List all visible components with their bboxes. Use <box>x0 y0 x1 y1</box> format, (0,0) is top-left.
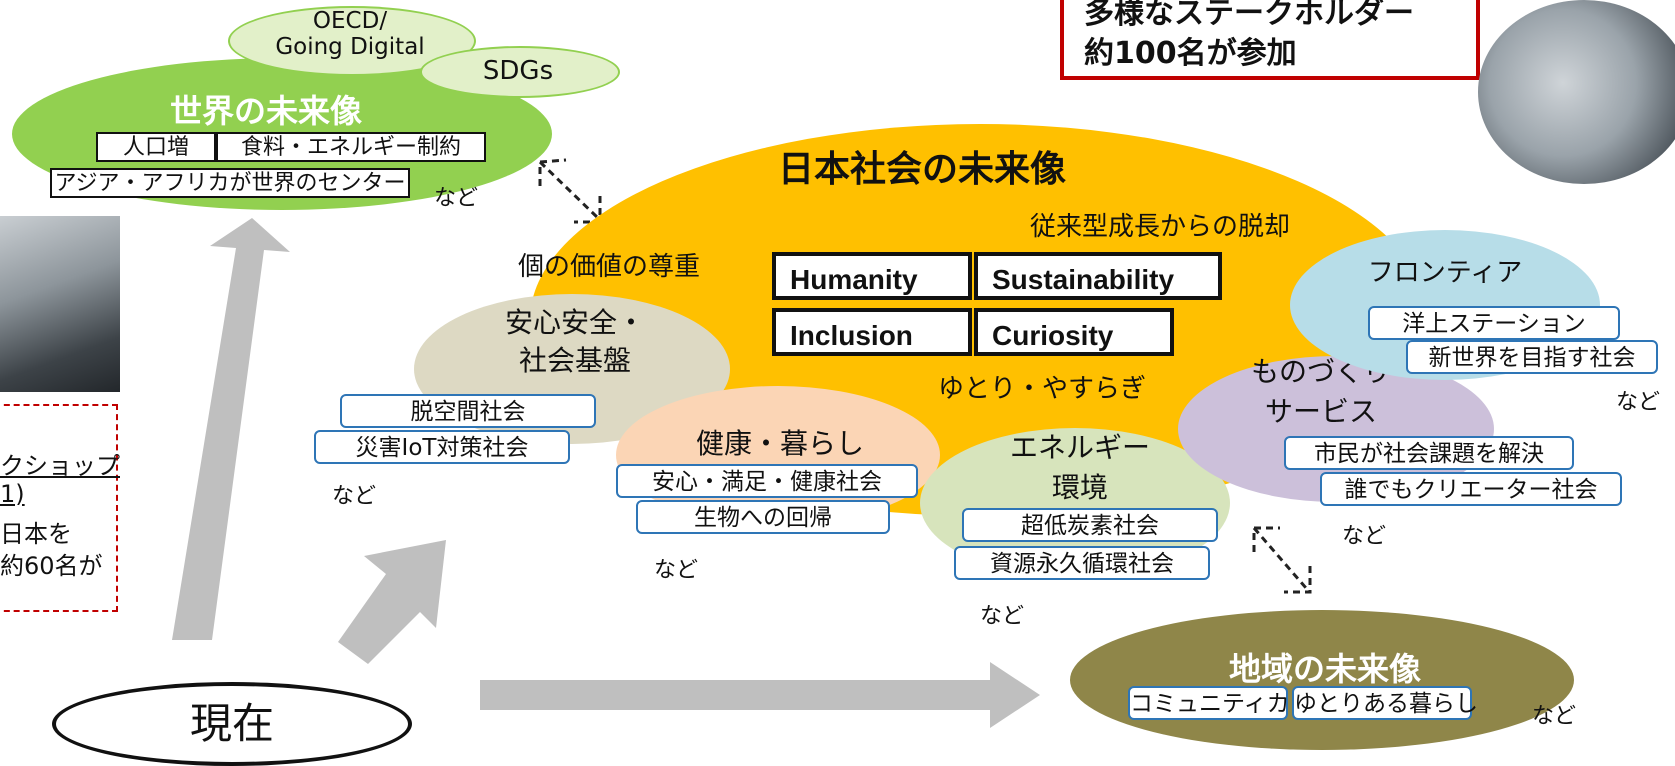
dashed-double-arrow-top <box>538 158 602 224</box>
health-item-peace-of-mind: 安心・満足・健康社会 <box>616 464 918 498</box>
japan-title: 日本社会の未来像 <box>778 149 1067 190</box>
manufacturing-item-creators: 誰でもクリエーター社会 <box>1320 472 1622 506</box>
present-label: 現在 <box>189 699 274 748</box>
arrows-layer <box>172 158 1312 728</box>
world-item-population: 人口増 <box>96 132 216 162</box>
dashed-double-arrow-bottom <box>1252 526 1312 594</box>
workshop-line1: クショップ <box>0 452 120 480</box>
arrow-to-world <box>172 218 290 640</box>
safety-item-despatial: 脱空間社会 <box>340 394 596 428</box>
frontier-title: フロンティア <box>1367 258 1523 288</box>
oecd-bubble-text: OECD/ Going Digital <box>275 8 425 60</box>
world-item-food-energy: 食料・エネルギー制約 <box>216 132 486 162</box>
workshop-line4: 約60名が <box>0 552 103 580</box>
region-etc: など <box>1532 704 1577 729</box>
world-etc: など <box>434 186 479 211</box>
frontier-item-ocean-station: 洋上ステーション <box>1368 306 1620 340</box>
health-etc: など <box>654 558 699 583</box>
energy-etc: など <box>980 604 1025 629</box>
value-humanity: Humanity <box>772 252 972 300</box>
region-title: 地域の未来像 <box>1228 650 1421 688</box>
world-title: 世界の未来像 <box>170 92 363 130</box>
workshop-line2: 1) <box>0 480 25 508</box>
workshop-line3: 日本を <box>0 520 72 548</box>
frontier-etc: など <box>1616 390 1661 415</box>
japan-individual-value: 個の価値の尊重 <box>518 252 701 282</box>
stakeholder-line1: 多様なステークホルダー <box>1084 0 1414 31</box>
frontier-item-new-world: 新世界を目指す社会 <box>1406 340 1658 374</box>
safety-etc: など <box>332 484 377 509</box>
energy-item-low-carbon: 超低炭素社会 <box>962 508 1218 542</box>
japan-relaxed: ゆとり・やすらぎ <box>938 374 1147 404</box>
energy-item-circulation: 資源永久循環社会 <box>954 546 1210 580</box>
workshop-photo-left <box>0 216 120 392</box>
sdgs-bubble-text: SDGs <box>482 56 554 86</box>
manufacturing-item-citizens: 市民が社会課題を解決 <box>1284 436 1574 470</box>
value-sustainability: Sustainability <box>974 252 1222 300</box>
health-item-return-to-nature: 生物への回帰 <box>636 500 890 534</box>
energy-title: エネルギー 環境 <box>1009 431 1150 504</box>
japan-subtitle: 従来型成長からの脱却 <box>1030 212 1291 242</box>
arrow-to-japan <box>338 540 446 664</box>
workshop-box <box>0 404 118 612</box>
arrow-to-region <box>480 662 1040 728</box>
sdgs-bubble <box>420 46 620 98</box>
value-curiosity: Curiosity <box>974 308 1174 356</box>
world-item-asia-africa: アジア・アフリカが世界のセンター <box>50 168 410 198</box>
safety-title: 安心安全・ 社会基盤 <box>504 306 645 377</box>
manufacturing-title: ものづくり サービス <box>1250 355 1391 428</box>
manufacturing-etc: など <box>1342 524 1387 549</box>
safety-item-disaster-iot: 災害IoT対策社会 <box>314 430 570 464</box>
value-inclusion: Inclusion <box>772 308 972 356</box>
stakeholder-line2: 約100名が参加 <box>1084 36 1297 71</box>
region-ellipse <box>1070 610 1574 750</box>
stakeholder-box <box>1060 0 1480 80</box>
workshop-photo-right <box>1478 0 1675 184</box>
health-title: 健康・暮らし <box>695 427 864 460</box>
region-item-relaxed-living: ゆとりある暮らし <box>1292 686 1478 720</box>
region-item-community: コミュニティカ <box>1128 686 1290 720</box>
